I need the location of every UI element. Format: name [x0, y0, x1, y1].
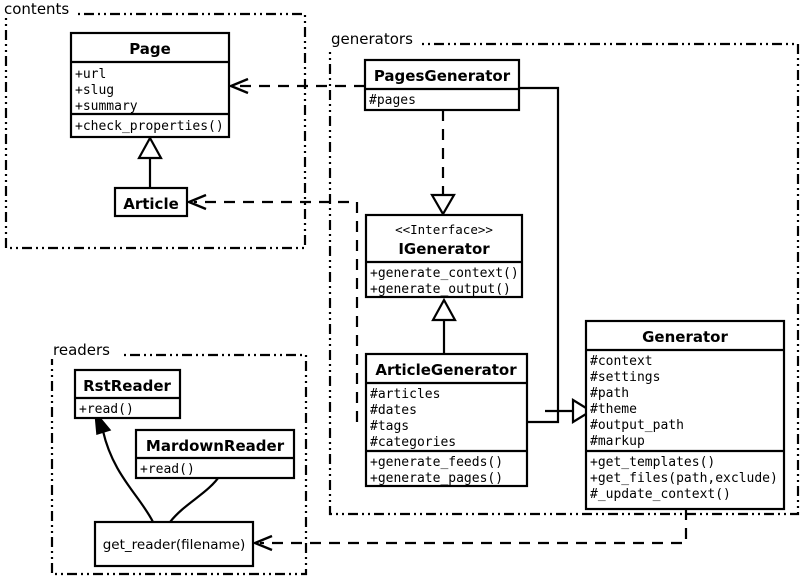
- package-contents-boundary: [4, 12, 307, 250]
- generators-label-backdrop: [326, 30, 422, 48]
- edge-pagesgenerator-to-generator: [519, 86, 560, 413]
- class-box-page[interactable]: Page +url +slug +summary +check_properti…: [69, 31, 231, 139]
- class-box-articlegenerator[interactable]: ArticleGenerator #articles #dates #tags …: [364, 352, 529, 488]
- page-attribute-slug: +slug: [75, 83, 114, 98]
- igenerator-stereotype: <<Interface>>: [395, 222, 493, 237]
- mardownreader-outline: [134, 428, 296, 480]
- mardownreader-method-read: +read(): [140, 462, 195, 477]
- realization-arrowhead-igenerator: [430, 193, 456, 217]
- articlegenerator-attribute-categories: #categories: [370, 435, 456, 450]
- generalization-arrowhead-generator: [571, 398, 594, 424]
- class-box-pagesgenerator[interactable]: PagesGenerator #pages: [363, 58, 521, 112]
- generator-method-get-files: +get_files(path,exclude): [590, 471, 778, 486]
- package-label-contents: contents: [4, 0, 69, 18]
- igenerator-outline: [364, 213, 524, 299]
- function-box-get-reader[interactable]: get_reader(filename): [93, 520, 255, 568]
- dependency-arrowhead-article: [185, 193, 207, 211]
- get-reader-outline: [93, 520, 255, 568]
- generator-outline: [584, 319, 786, 511]
- rstreader-method-read: +read(): [79, 402, 134, 417]
- pagesgenerator-attribute-pages: #pages: [369, 93, 416, 108]
- page-attribute-url: +url: [75, 67, 106, 82]
- generator-attribute-path: #path: [590, 386, 629, 401]
- page-outline: [69, 31, 231, 139]
- class-box-igenerator[interactable]: <<Interface>> IGenerator +generate_conte…: [364, 213, 524, 299]
- articlegenerator-attribute-tags: #tags: [370, 419, 409, 434]
- generator-attribute-settings: #settings: [590, 370, 660, 385]
- generator-attribute-theme: #theme: [590, 402, 637, 417]
- igenerator-method-generate-output: +generate_output(): [370, 282, 511, 297]
- edge-getreader-to-rstreader: [101, 430, 154, 523]
- rstreader-class-name: RstReader: [83, 377, 171, 395]
- igenerator-class-name: IGenerator: [398, 240, 490, 258]
- generator-attribute-context: #context: [590, 354, 653, 369]
- generator-method-update-context: #_update_context(): [590, 487, 731, 502]
- package-label-generators: generators: [331, 30, 413, 48]
- generalization-arrowhead-page: [137, 135, 163, 160]
- articlegenerator-attribute-dates: #dates: [370, 403, 417, 418]
- pagesgenerator-class-name: PagesGenerator: [374, 67, 511, 85]
- page-attribute-summary: +summary: [75, 99, 138, 114]
- edge-getreader-to-mardownreader: [169, 473, 222, 523]
- rstreader-outline: [73, 368, 182, 420]
- pagesgenerator-outline: [363, 58, 521, 112]
- mardownreader-class-name: MardownReader: [146, 437, 285, 455]
- article-outline: [113, 186, 189, 218]
- get-reader-label: get_reader(filename): [103, 537, 246, 553]
- igenerator-method-generate-context: +generate_context(): [370, 266, 519, 281]
- generator-attribute-markup: #markup: [590, 434, 645, 449]
- articlegenerator-class-name: ArticleGenerator: [375, 361, 517, 379]
- contents-label-backdrop: [2, 0, 78, 18]
- package-readers-boundary: [50, 353, 308, 576]
- generator-attribute-output-path: #output_path: [590, 418, 684, 433]
- articlegenerator-outline: [364, 352, 529, 488]
- generator-class-name: Generator: [642, 328, 728, 346]
- article-class-name: Article: [123, 195, 179, 213]
- page-method-check-properties: +check_properties(): [75, 119, 224, 134]
- dependency-arrowhead-page: [227, 77, 249, 95]
- articlegenerator-method-generate-pages: +generate_pages(): [370, 471, 503, 486]
- generalization-arrowhead-igenerator: [431, 297, 457, 322]
- dependency-arrowhead-getreader: [251, 534, 273, 552]
- package-generators-boundary: [328, 42, 800, 516]
- readers-label-backdrop: [48, 341, 120, 359]
- articlegenerator-method-generate-feeds: +generate_feeds(): [370, 455, 503, 470]
- class-box-generator[interactable]: Generator #context #settings #path #them…: [584, 319, 786, 511]
- page-class-name: Page: [129, 40, 171, 58]
- class-box-mardownreader[interactable]: MardownReader +read(): [134, 428, 296, 480]
- class-box-rstreader[interactable]: RstReader +read(): [73, 368, 182, 420]
- class-box-article[interactable]: Article: [113, 186, 189, 218]
- edge-articlegenerator-to-article: [194, 200, 359, 422]
- package-label-readers: readers: [53, 341, 110, 359]
- articlegenerator-attribute-articles: #articles: [370, 387, 440, 402]
- generator-method-get-templates: +get_templates(): [590, 455, 715, 470]
- edge-articlegenerator-to-generator: [527, 409, 573, 424]
